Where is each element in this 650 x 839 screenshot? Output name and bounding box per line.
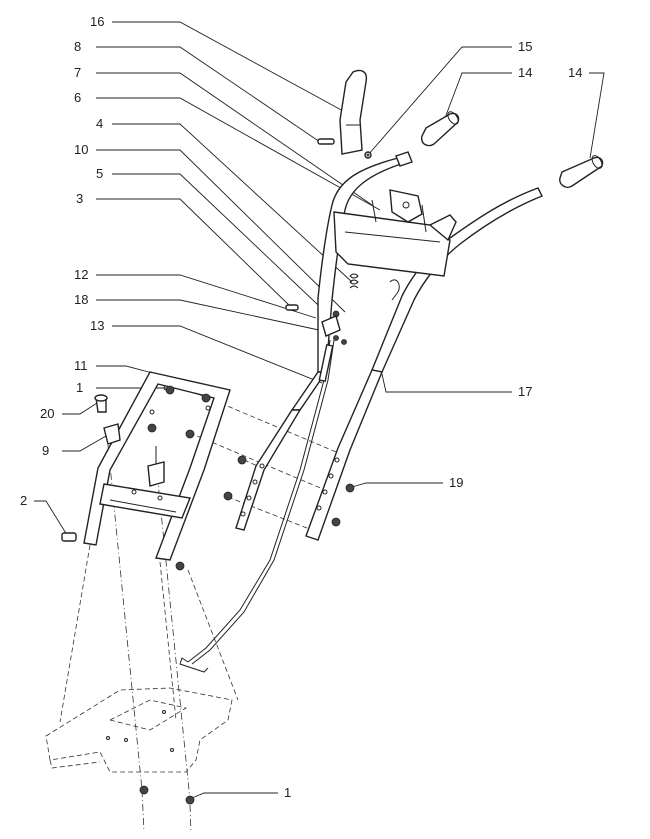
nuts-and-bolts bbox=[61, 385, 355, 805]
callout-13: 13 bbox=[90, 318, 104, 333]
callout-19: 19 bbox=[449, 475, 463, 490]
callout-17: 17 bbox=[518, 384, 532, 399]
handle-frame bbox=[235, 151, 543, 541]
base-deck bbox=[45, 687, 233, 773]
callout-4: 4 bbox=[96, 116, 103, 131]
callout-8: 8 bbox=[74, 39, 81, 54]
callout-15: 15 bbox=[518, 39, 532, 54]
callout-1-top: 1 bbox=[76, 380, 83, 395]
callout-20: 20 bbox=[40, 406, 54, 421]
callout-12: 12 bbox=[74, 267, 88, 282]
hand-grips bbox=[420, 111, 604, 188]
callout-5: 5 bbox=[96, 166, 103, 181]
callout-7: 7 bbox=[74, 65, 81, 80]
callout-14-right: 14 bbox=[568, 65, 582, 80]
callout-6: 6 bbox=[74, 90, 81, 105]
mounting-bracket bbox=[83, 371, 231, 561]
callout-2: 2 bbox=[20, 493, 27, 508]
callout-3: 3 bbox=[76, 191, 83, 206]
callout-14-left: 14 bbox=[518, 65, 532, 80]
lever-assembly bbox=[317, 69, 372, 159]
leader-lines bbox=[34, 21, 605, 799]
callout-11: 11 bbox=[74, 358, 88, 373]
callout-10: 10 bbox=[74, 142, 88, 157]
callout-18: 18 bbox=[74, 292, 88, 307]
callout-1-bottom: 1 bbox=[284, 785, 291, 800]
callout-9: 9 bbox=[42, 443, 49, 458]
control-rod bbox=[179, 339, 335, 673]
small-hardware bbox=[285, 189, 427, 345]
callout-16: 16 bbox=[90, 14, 104, 29]
callout-labels: 16 8 7 6 4 10 5 3 12 18 13 11 1 20 9 2 1… bbox=[20, 14, 582, 800]
